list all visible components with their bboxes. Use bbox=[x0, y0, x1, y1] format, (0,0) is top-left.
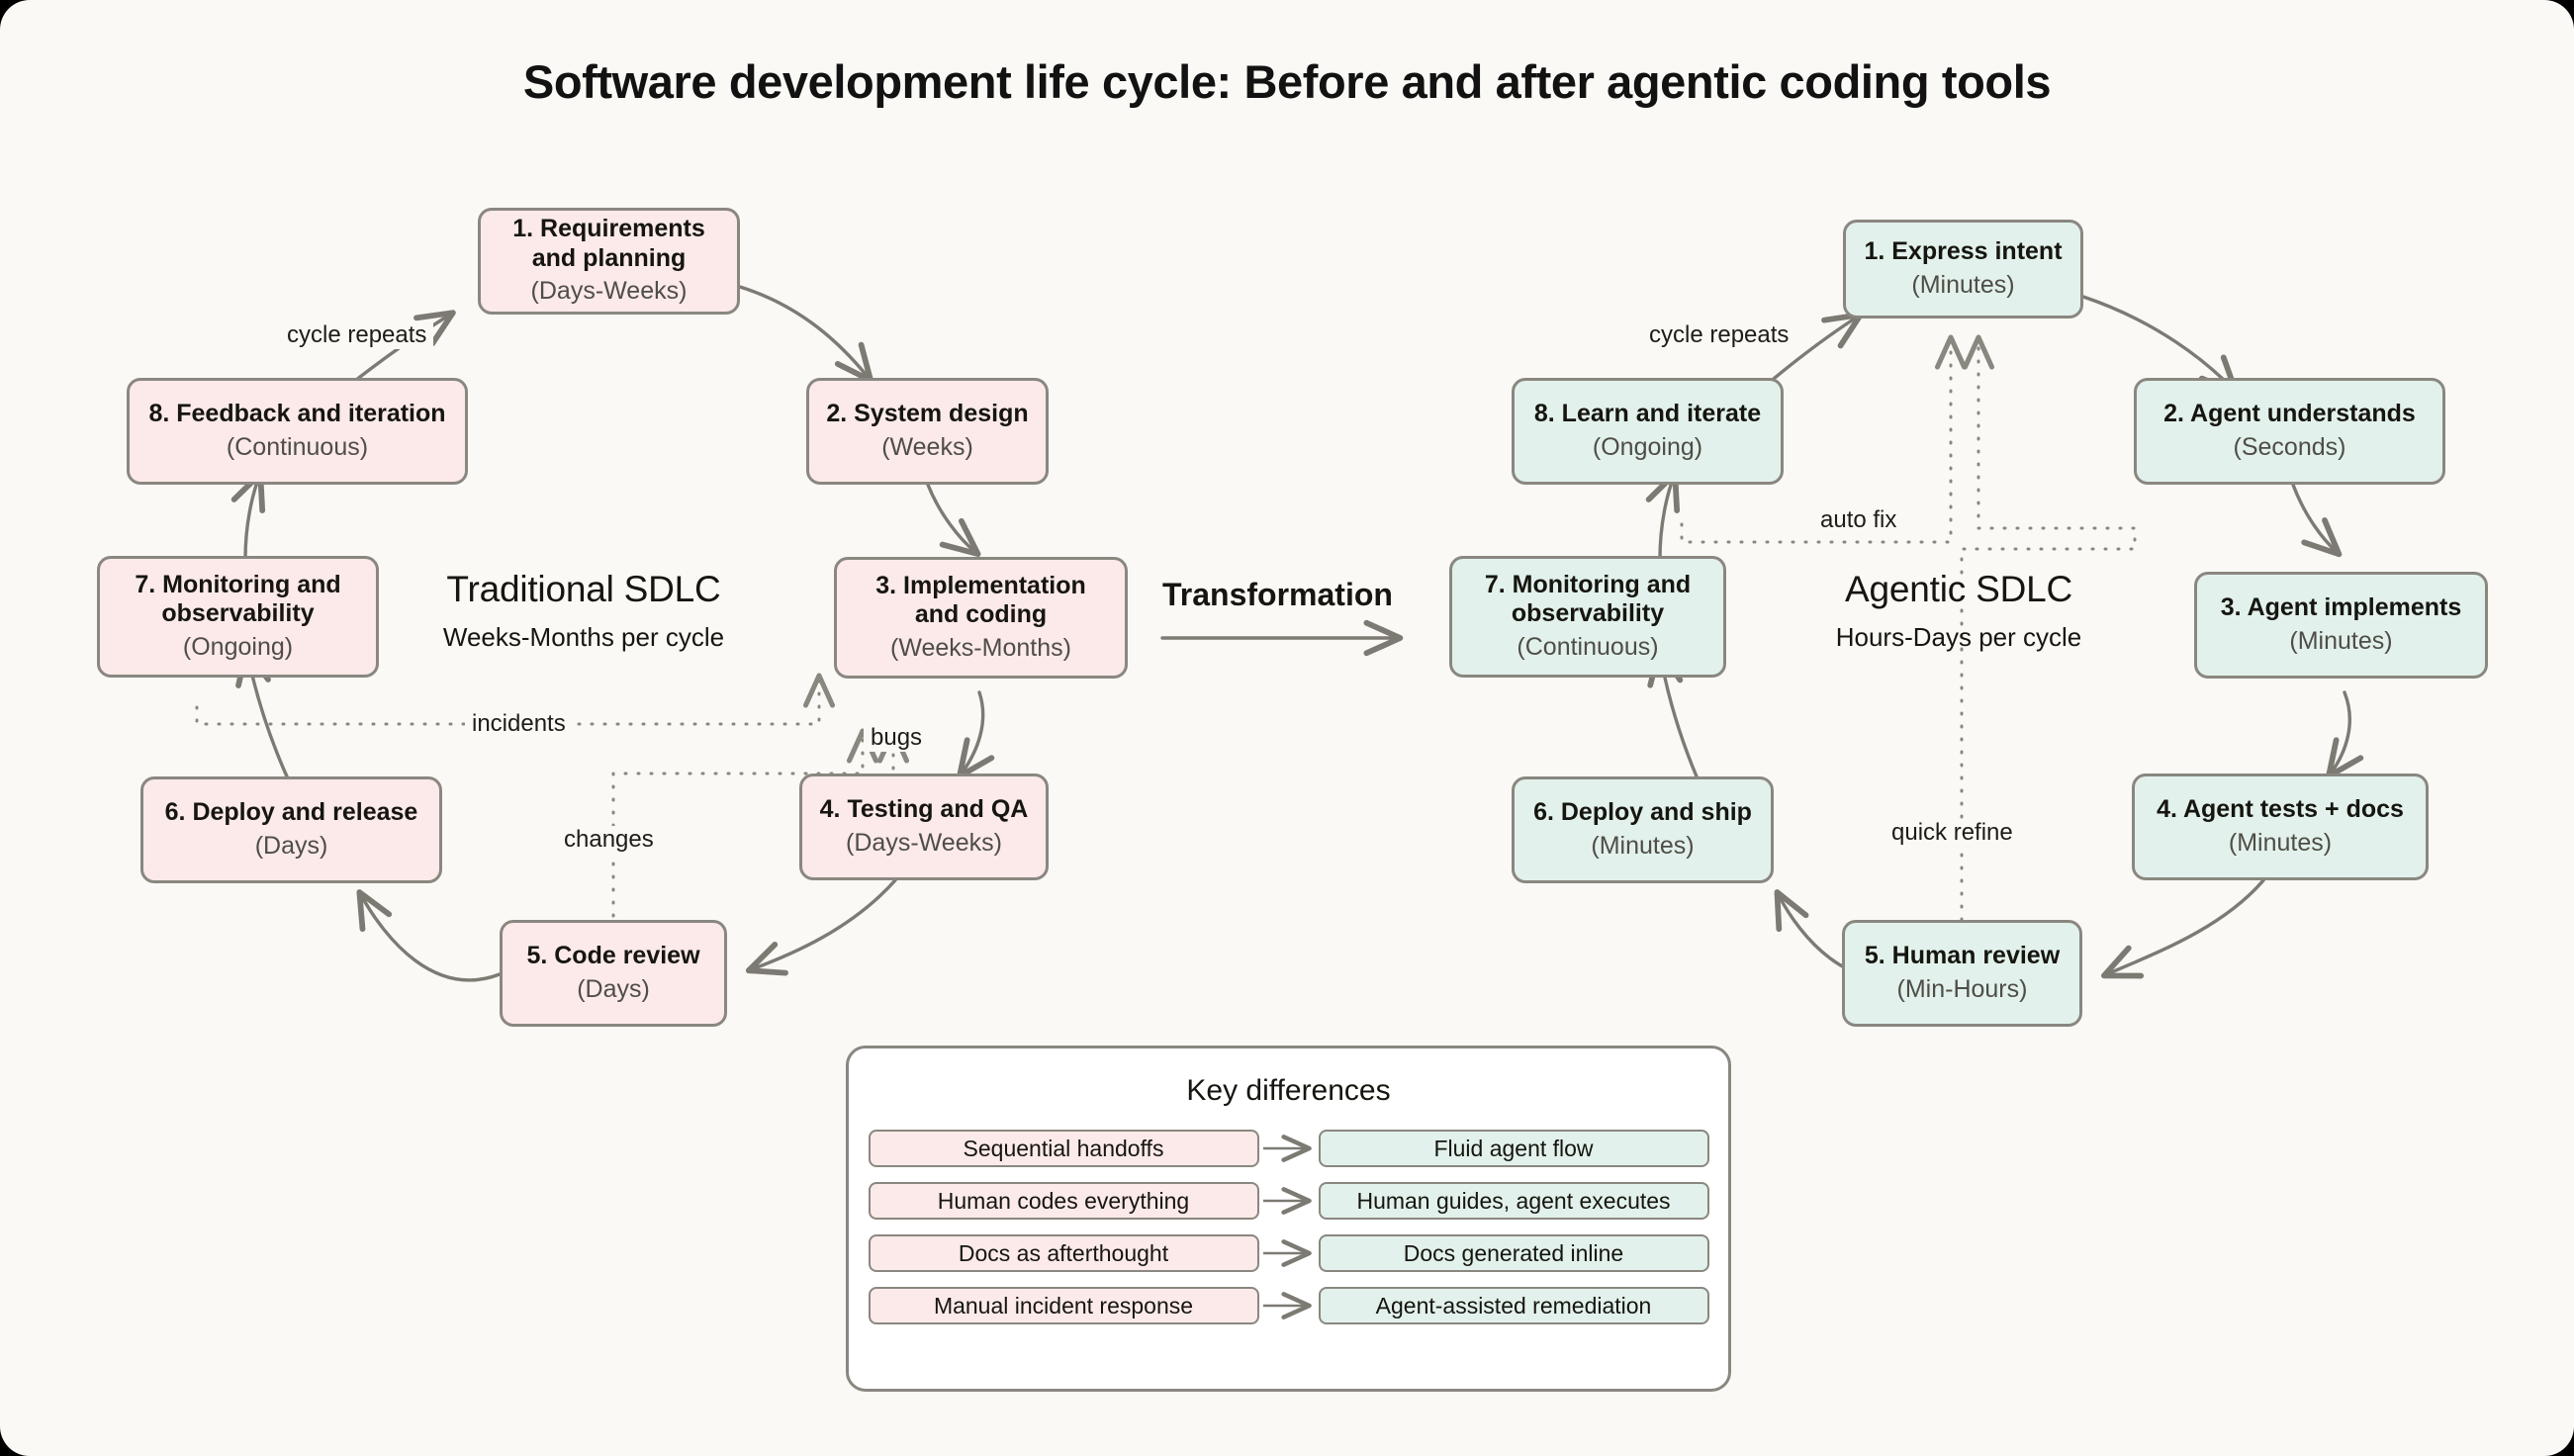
node-duration: (Minutes) bbox=[1911, 270, 2015, 299]
legend-arrow-icon bbox=[1262, 1135, 1312, 1162]
node-duration: (Minutes) bbox=[1591, 831, 1695, 860]
legend-after-chip[interactable]: Fluid agent flow bbox=[1318, 1130, 1709, 1167]
agentic-node-1[interactable]: 1. Express intent (Minutes) bbox=[1843, 220, 2083, 318]
traditional-node-6[interactable]: 6. Deploy and release (Days) bbox=[140, 776, 442, 883]
agentic-node-4[interactable]: 4. Agent tests + docs (Minutes) bbox=[2132, 774, 2429, 880]
node-label-line: observability bbox=[1511, 599, 1665, 628]
edge-label-cycle-repeats-left: cycle repeats bbox=[280, 321, 434, 349]
legend-row: Human codes everything Human guides, age… bbox=[849, 1182, 1728, 1220]
legend-row: Manual incident response Agent-assisted … bbox=[849, 1287, 1728, 1324]
edge-label-bugs: bugs bbox=[864, 724, 930, 752]
node-label-line: 7. Monitoring and bbox=[1484, 570, 1692, 598]
agentic-caption-subtitle: Hours-Days per cycle bbox=[1835, 622, 2082, 652]
edge-label-cycle-repeats-right: cycle repeats bbox=[1642, 321, 1796, 349]
traditional-node-3[interactable]: 3. Implementation and coding (Weeks-Mont… bbox=[834, 557, 1128, 679]
node-duration: (Continuous) bbox=[1517, 632, 1659, 661]
node-duration: (Days) bbox=[254, 831, 328, 860]
agentic-node-5[interactable]: 5. Human review (Min-Hours) bbox=[1842, 920, 2082, 1027]
legend-row: Docs as afterthought Docs generated inli… bbox=[849, 1234, 1728, 1272]
node-label-line: 2. System design bbox=[826, 400, 1029, 427]
node-label-line: 7. Monitoring and bbox=[135, 570, 341, 598]
node-duration: (Days-Weeks) bbox=[846, 828, 1002, 857]
node-label-line: 8. Feedback and iteration bbox=[148, 400, 446, 427]
node-label-line: and planning bbox=[531, 243, 687, 272]
node-label-line: and coding bbox=[914, 600, 1048, 629]
node-label-line: 1. Express intent bbox=[1864, 237, 2063, 265]
node-duration: (Minutes) bbox=[2228, 828, 2333, 857]
node-label-line: 6. Deploy and release bbox=[164, 798, 418, 826]
traditional-caption: Traditional SDLC Weeks-Months per cycle bbox=[366, 569, 801, 653]
node-duration: (Ongoing) bbox=[1592, 432, 1703, 461]
node-label-line: 1. Requirements bbox=[512, 215, 705, 243]
edge-label-changes: changes bbox=[557, 826, 661, 854]
legend-arrow-icon bbox=[1262, 1239, 1312, 1267]
traditional-node-4[interactable]: 4. Testing and QA (Days-Weeks) bbox=[799, 774, 1049, 880]
legend-before-chip[interactable]: Docs as afterthought bbox=[868, 1234, 1259, 1272]
legend-after-chip[interactable]: Human guides, agent executes bbox=[1318, 1182, 1709, 1220]
legend-rows: Sequential handoffs Fluid agent flow Hum… bbox=[849, 1130, 1728, 1324]
node-duration: (Seconds) bbox=[2233, 432, 2346, 461]
edge-label-auto-fix: auto fix bbox=[1813, 506, 1904, 534]
node-label-line: 8. Learn and iterate bbox=[1533, 400, 1762, 427]
agentic-node-2[interactable]: 2. Agent understands (Seconds) bbox=[2134, 378, 2445, 485]
node-label-line: 5. Code review bbox=[526, 942, 700, 969]
traditional-caption-subtitle: Weeks-Months per cycle bbox=[442, 622, 725, 652]
traditional-node-8[interactable]: 8. Feedback and iteration (Continuous) bbox=[127, 378, 468, 485]
agentic-node-3[interactable]: 3. Agent implements (Minutes) bbox=[2194, 572, 2488, 679]
legend-after-chip[interactable]: Docs generated inline bbox=[1318, 1234, 1709, 1272]
legend-after-chip[interactable]: Agent-assisted remediation bbox=[1318, 1287, 1709, 1324]
node-duration: (Continuous) bbox=[226, 432, 369, 461]
legend-title: Key differences bbox=[1186, 1074, 1391, 1107]
node-label-line: 3. Agent implements bbox=[2220, 593, 2462, 621]
traditional-caption-title: Traditional SDLC bbox=[446, 569, 721, 609]
edge-label-incidents: incidents bbox=[465, 710, 573, 738]
traditional-node-7[interactable]: 7. Monitoring and observability (Ongoing… bbox=[97, 556, 379, 678]
node-duration: (Days) bbox=[577, 974, 650, 1003]
legend-before-chip[interactable]: Human codes everything bbox=[868, 1182, 1259, 1220]
agentic-caption: Agentic SDLC Hours-Days per cycle bbox=[1741, 569, 2176, 653]
node-duration: (Min-Hours) bbox=[1896, 974, 2028, 1003]
node-duration: (Days-Weeks) bbox=[530, 277, 688, 306]
node-label-line: 4. Agent tests + docs bbox=[2157, 795, 2404, 823]
traditional-node-1[interactable]: 1. Requirements and planning (Days-Weeks… bbox=[478, 208, 740, 315]
node-label-line: 5. Human review bbox=[1864, 942, 2061, 969]
node-label-line: 4. Testing and QA bbox=[819, 795, 1029, 823]
node-label-line: 2. Agent understands bbox=[2163, 400, 2416, 427]
legend-row: Sequential handoffs Fluid agent flow bbox=[849, 1130, 1728, 1167]
legend-arrow-icon bbox=[1262, 1187, 1312, 1215]
edge-label-quick-refine: quick refine bbox=[1885, 819, 2020, 847]
legend-before-chip[interactable]: Sequential handoffs bbox=[868, 1130, 1259, 1167]
node-duration: (Weeks) bbox=[881, 432, 973, 461]
node-duration: (Weeks-Months) bbox=[890, 633, 1071, 662]
agentic-node-8[interactable]: 8. Learn and iterate (Ongoing) bbox=[1512, 378, 1784, 485]
legend-before-chip[interactable]: Manual incident response bbox=[868, 1287, 1259, 1324]
agentic-caption-title: Agentic SDLC bbox=[1845, 569, 2072, 609]
node-label-line: 3. Implementation bbox=[875, 571, 1086, 599]
legend-arrow-icon bbox=[1262, 1292, 1312, 1320]
agentic-node-7[interactable]: 7. Monitoring and observability (Continu… bbox=[1449, 556, 1726, 678]
transformation-label: Transformation bbox=[1162, 577, 1393, 612]
node-duration: (Minutes) bbox=[2289, 626, 2393, 655]
traditional-node-5[interactable]: 5. Code review (Days) bbox=[500, 920, 727, 1027]
page-title: Software development life cycle: Before … bbox=[522, 55, 2052, 108]
node-label-line: 6. Deploy and ship bbox=[1533, 798, 1752, 826]
agentic-node-6[interactable]: 6. Deploy and ship (Minutes) bbox=[1512, 776, 1774, 883]
node-duration: (Ongoing) bbox=[182, 632, 294, 661]
traditional-node-2[interactable]: 2. System design (Weeks) bbox=[806, 378, 1049, 485]
node-label-line: observability bbox=[161, 599, 315, 628]
key-differences-panel: Key differences Sequential handoffs Flui… bbox=[846, 1046, 1731, 1392]
